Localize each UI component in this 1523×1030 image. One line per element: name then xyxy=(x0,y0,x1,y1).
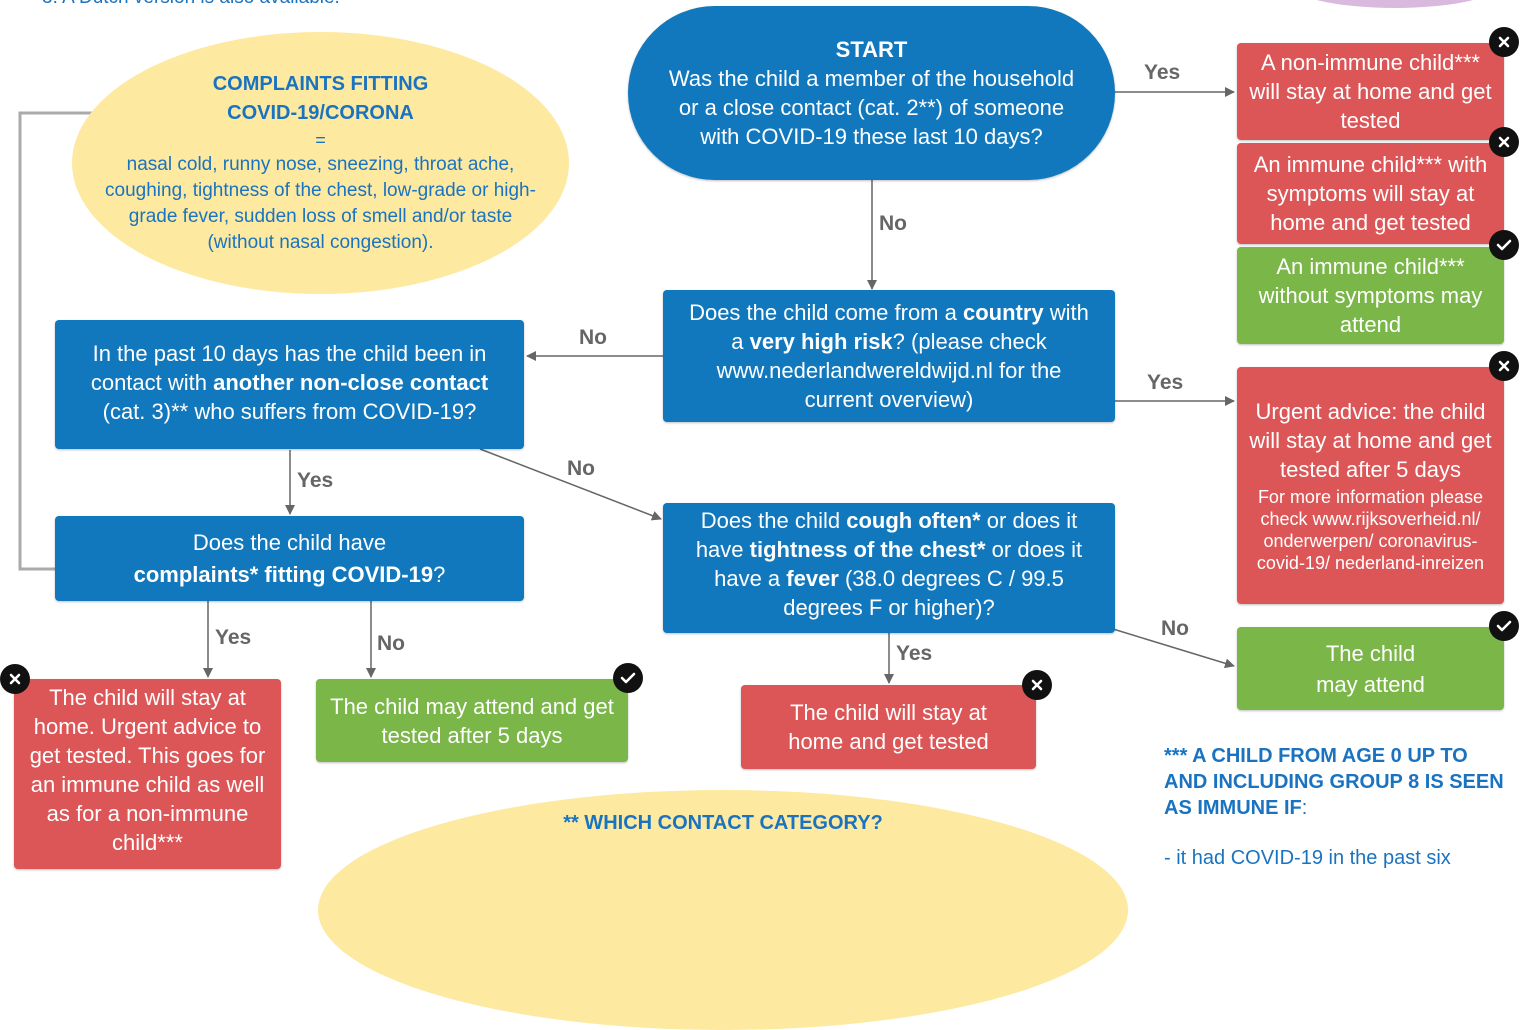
immune-note: *** A CHILD FROM AGE 0 UP TO AND INCLUDI… xyxy=(1164,743,1504,871)
cough-bold-2: tightness of the chest* xyxy=(749,537,986,562)
cough-text-4: (38.0 degrees C / 99.5 degrees F or high… xyxy=(783,566,1064,620)
outcome-urgent-main: Urgent advice: the child will stay at ho… xyxy=(1249,399,1492,482)
outcome-nonimmune-text: A non-immune child*** will stay at home … xyxy=(1249,50,1492,133)
complaints-q-text-2: ? xyxy=(433,562,446,587)
complaints-yes-label: Yes xyxy=(215,626,252,649)
country-bold-2: very high risk xyxy=(749,329,893,354)
decorative-shape xyxy=(1290,0,1500,8)
country-text-2: with a xyxy=(731,300,1089,354)
outcome-attend-5days-text: The child may attend and get tested afte… xyxy=(330,693,614,748)
start-no-label: No xyxy=(879,212,907,235)
complaints-no-label: No xyxy=(377,632,405,655)
top-note: 3. A Dutch version is also available. xyxy=(42,0,340,9)
country-text-3: ? (please check www.nederlandwereldwijd.… xyxy=(716,329,1062,412)
outcome-immune-symptoms: An immune child*** with symptoms will st… xyxy=(1237,143,1504,244)
close-icon xyxy=(1489,127,1519,157)
noncontact-text-1: In the past 10 days has the child been i… xyxy=(90,341,487,395)
noncontact-no-arrow xyxy=(479,448,662,521)
noncontact-yes-label: Yes xyxy=(297,469,334,492)
cough-bold-1: cough often* xyxy=(846,508,981,533)
complaints-ellipse: COMPLAINTS FITTING COVID-19/CORONA = nas… xyxy=(72,32,569,294)
close-icon xyxy=(1489,351,1519,381)
outcome-may-attend-2: may attend xyxy=(1316,671,1425,697)
contact-category-title: ** WHICH CONTACT CATEGORY? xyxy=(563,812,883,834)
start-node: START Was the child a member of the hous… xyxy=(628,6,1115,180)
start-title: START xyxy=(835,37,908,62)
country-text-1: Does the child come from a xyxy=(689,300,963,325)
cough-no-arrow xyxy=(1112,628,1235,669)
outcome-urgent: Urgent advice: the child will stay at ho… xyxy=(1237,367,1504,604)
immune-note-item: - it had COVID-19 in the past six xyxy=(1164,847,1451,869)
outcome-urgent-more: For more information please check www.ri… xyxy=(1256,487,1485,573)
cough-yes-label: Yes xyxy=(896,642,933,665)
complaints-q-bold: complaints* fitting COVID-19 xyxy=(133,562,434,587)
noncontact-no-label: No xyxy=(567,457,595,480)
outcome-stay-urgent-text: The child will stay at home. Urgent advi… xyxy=(29,685,266,855)
close-icon xyxy=(1022,670,1052,700)
outcome-may-attend: The child may attend xyxy=(1237,627,1504,710)
immune-note-colon: : xyxy=(1301,797,1308,819)
complaints-title-1: COMPLAINTS FITTING xyxy=(212,73,429,95)
close-icon xyxy=(0,664,30,694)
close-icon xyxy=(1489,27,1519,57)
outcome-may-attend-1: The child xyxy=(1325,640,1416,666)
contact-category-ellipse: ** WHICH CONTACT CATEGORY? xyxy=(318,790,1128,1030)
check-icon xyxy=(613,663,643,693)
country-bold-1: country xyxy=(962,300,1044,325)
complaints-equals: = xyxy=(315,130,326,150)
start-text: Was the child a member of the household … xyxy=(668,66,1075,149)
outcome-immune-nosymptoms: An immune child*** without symptoms may … xyxy=(1237,247,1504,344)
immune-note-title: *** A CHILD FROM AGE 0 UP TO AND INCLUDI… xyxy=(1164,745,1504,819)
cough-text-2: or does it have xyxy=(695,508,1078,562)
complaints-body: nasal cold, runny nose, sneezing, throat… xyxy=(105,154,536,253)
cough-no-label: No xyxy=(1161,617,1189,640)
noncontact-bold-1: another non-close contact xyxy=(213,370,489,395)
noncontact-text-2: (cat. 3)** who suffers from COVID-19? xyxy=(102,399,477,424)
complaints-question: Does the child have complaints* fitting … xyxy=(55,516,524,601)
country-no-label: No xyxy=(579,326,607,349)
complaints-q-text-1: Does the child have xyxy=(192,530,387,555)
outcome-stay-urgent: The child will stay at home. Urgent advi… xyxy=(14,679,281,869)
cough-bold-3: fever xyxy=(786,566,839,591)
noncontact-question: In the past 10 days has the child been i… xyxy=(55,320,524,449)
cough-text-1: Does the child xyxy=(700,508,847,533)
country-yes-label: Yes xyxy=(1147,371,1184,394)
outcome-immune-nosymptoms-text: An immune child*** without symptoms may … xyxy=(1258,254,1483,337)
outcome-attend-5days: The child may attend and get tested afte… xyxy=(316,679,628,762)
start-yes-label: Yes xyxy=(1144,61,1181,84)
connector-lines xyxy=(18,87,1235,684)
outcome-nonimmune: A non-immune child*** will stay at home … xyxy=(1237,43,1504,140)
complaints-title-2: COVID-19/CORONA xyxy=(227,102,414,124)
cough-question: Does the child cough often* or does it h… xyxy=(663,503,1115,633)
country-question: Does the child come from a country with … xyxy=(663,290,1115,422)
check-icon xyxy=(1489,230,1519,260)
cough-text-3: or does it have a xyxy=(714,537,1083,591)
loop-arrow xyxy=(18,113,130,571)
outcome-immune-symptoms-text: An immune child*** with symptoms will st… xyxy=(1253,152,1488,235)
check-icon xyxy=(1489,611,1519,641)
outcome-stay-tested-text: The child will stay at home and get test… xyxy=(788,700,989,754)
outcome-stay-tested: The child will stay at home and get test… xyxy=(741,685,1036,769)
